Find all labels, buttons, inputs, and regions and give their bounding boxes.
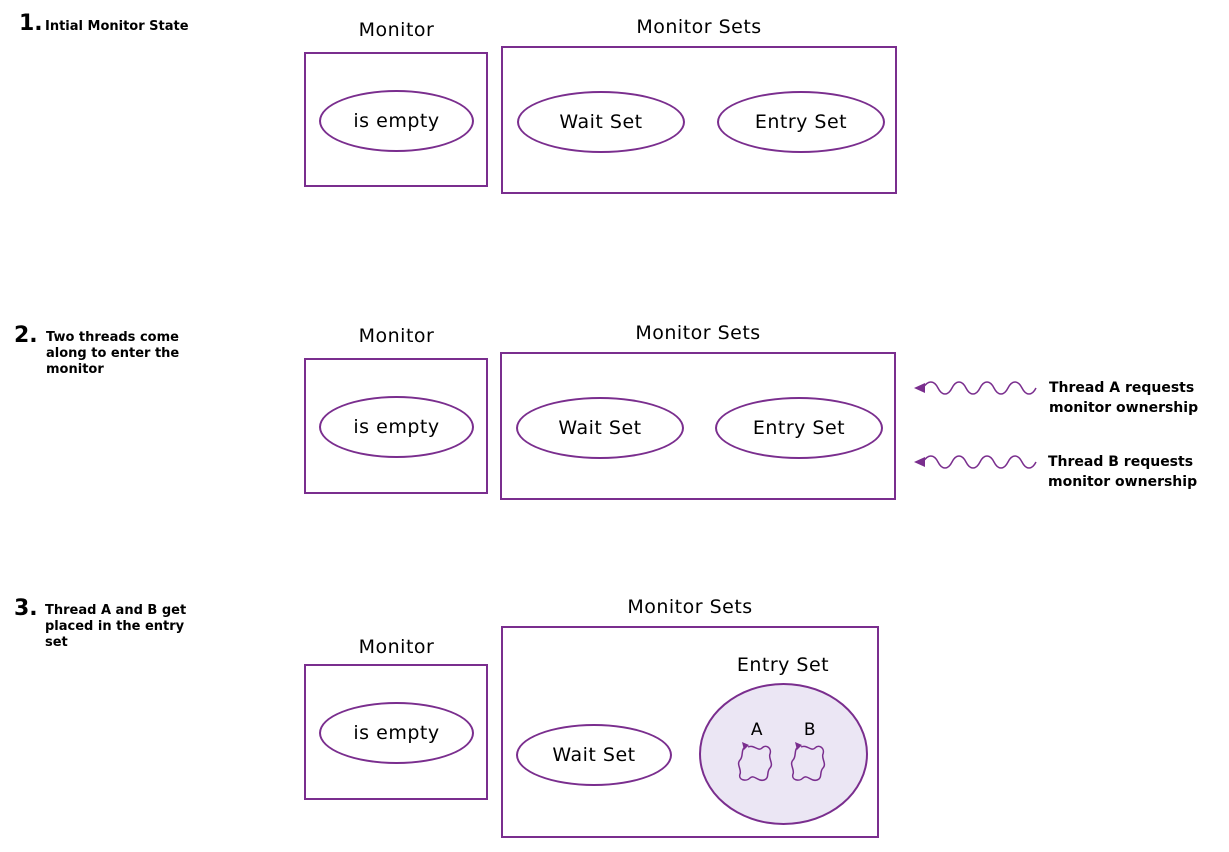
step-1-monitor-status: is empty — [319, 90, 474, 152]
step-1-sets-title: Monitor Sets — [636, 16, 762, 38]
step-3-wait-set: Wait Set — [516, 724, 672, 786]
step-2-entry-set: Entry Set — [715, 397, 883, 459]
step-1-monitor-title: Monitor — [358, 19, 435, 41]
step-1-wait-set: Wait Set — [517, 91, 685, 153]
step-3-sets-title: Monitor Sets — [627, 596, 753, 618]
step-3-entry-set — [699, 683, 868, 825]
step-2-monitor-title: Monitor — [358, 325, 435, 347]
step-3-monitor-box: is empty — [304, 664, 488, 800]
step-1-entry-set-label: Entry Set — [754, 111, 848, 133]
step-3-number: 3. — [14, 596, 38, 621]
step-2-monitor-status: is empty — [319, 396, 474, 458]
squiggle-loop-icon — [790, 742, 826, 782]
step-3-sets-box: Wait Set — [501, 626, 879, 838]
squiggle-loop-icon — [737, 742, 773, 782]
step-1-sets-box: Wait Set Entry Set — [501, 46, 897, 194]
step-1-monitor-box: is empty — [304, 52, 488, 187]
step-3-entry-set-title: Entry Set — [736, 654, 830, 676]
step-2-monitor-status-label: is empty — [353, 416, 440, 438]
step-3-wait-set-label: Wait Set — [552, 744, 636, 766]
wavy-arrow-icon — [914, 455, 1037, 469]
step-2-sets-box: Wait Set Entry Set — [500, 352, 896, 500]
step-3-description: Thread A and B get placed in the entry s… — [45, 603, 187, 650]
thread-b-request-text: Thread B requests monitor ownership — [1048, 454, 1198, 490]
step-2-wait-set: Wait Set — [516, 397, 684, 459]
thread-b-label: B — [803, 720, 817, 740]
step-1-entry-set: Entry Set — [717, 91, 885, 153]
step-2-entry-set-label: Entry Set — [752, 417, 846, 439]
step-2-sets-title: Monitor Sets — [635, 322, 761, 344]
thread-a-request-text: Thread A requests monitor ownership — [1049, 380, 1199, 416]
step-2-number: 2. — [14, 323, 38, 348]
step-2-description: Two threads come along to enter the moni… — [46, 330, 180, 377]
step-1-wait-set-label: Wait Set — [559, 111, 643, 133]
step-3-monitor-status-label: is empty — [353, 722, 440, 744]
thread-a-label: A — [750, 720, 764, 740]
wavy-arrow-icon — [914, 381, 1037, 395]
step-1-description: Intial Monitor State — [45, 19, 189, 34]
step-1-number: 1. — [19, 11, 43, 36]
step-3-monitor-status: is empty — [319, 702, 474, 764]
step-3-monitor-title: Monitor — [358, 636, 435, 658]
step-2-wait-set-label: Wait Set — [558, 417, 642, 439]
step-1-monitor-status-label: is empty — [353, 110, 440, 132]
step-2-monitor-box: is empty — [304, 358, 488, 494]
